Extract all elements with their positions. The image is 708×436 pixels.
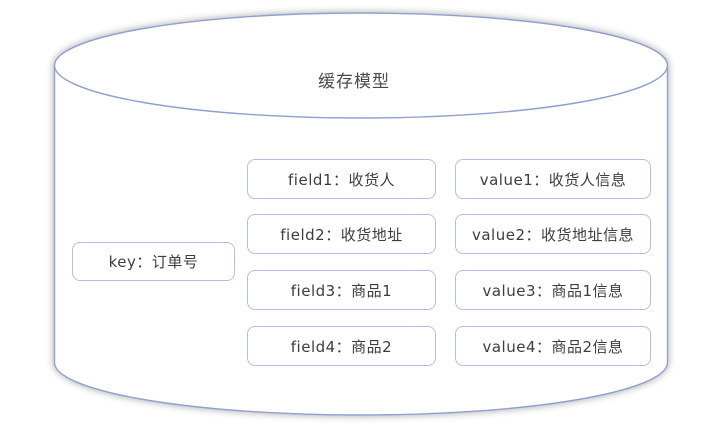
value-box-1: value1：收货人信息 <box>455 159 651 199</box>
diagram-title: 缓存模型 <box>318 72 390 92</box>
key-box: key：订单号 <box>72 242 235 281</box>
field-box-2: field2：收货地址 <box>247 214 436 254</box>
value-box-2: value2：收货地址信息 <box>455 214 651 254</box>
field-box-4: field4：商品2 <box>247 326 436 366</box>
field-box-1: field1：收货人 <box>247 159 436 199</box>
field-box-3: field3：商品1 <box>247 270 436 310</box>
value-box-4: value4：商品2信息 <box>455 326 651 366</box>
value-box-3: value3：商品1信息 <box>455 270 651 310</box>
